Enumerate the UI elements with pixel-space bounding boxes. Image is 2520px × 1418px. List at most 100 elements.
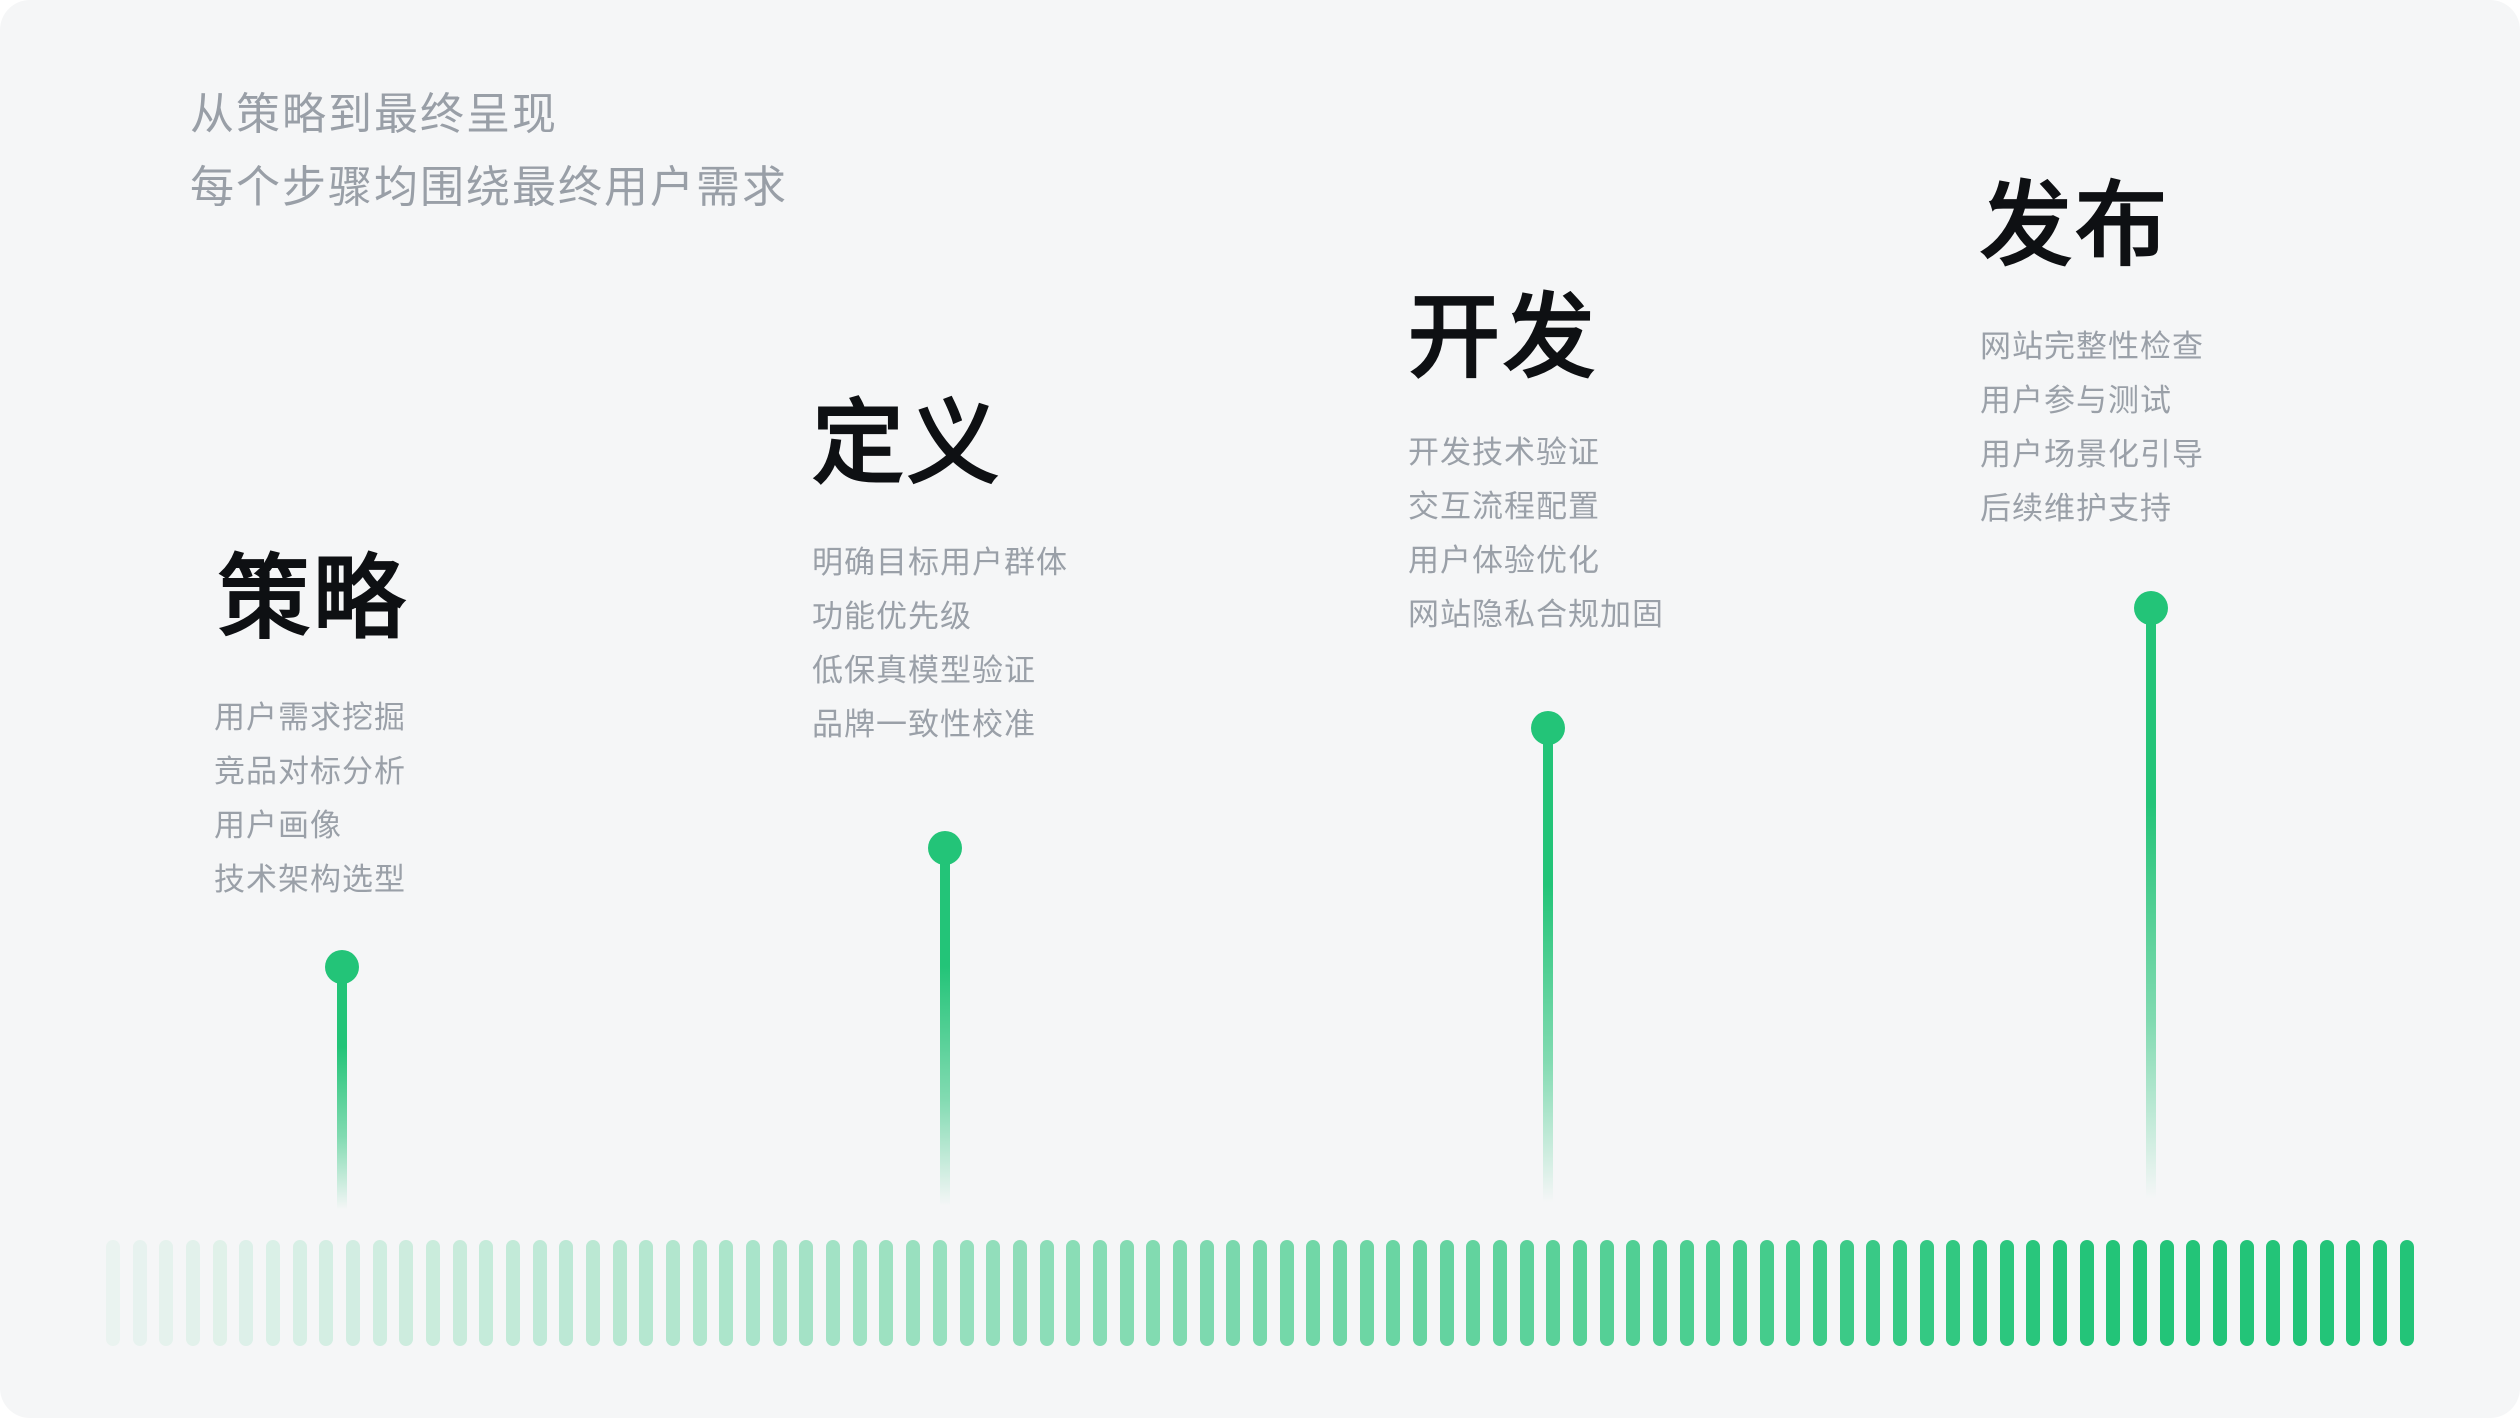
stage-launch: 发布 网站完整性检查 用户参与测试 用户场景化引导 后续维护支持: [1980, 180, 2203, 526]
gradient-bar: [1492, 1240, 1507, 1346]
gradient-bar: [1252, 1240, 1267, 1346]
stage-list-item: 用户参与测试: [1980, 383, 2172, 418]
gradient-bar: [1572, 1240, 1587, 1346]
gradient-bar: [2319, 1240, 2334, 1346]
gradient-bar: [1439, 1240, 1454, 1346]
gradient-bar: [2186, 1240, 2201, 1346]
subtitle-line-1: 从策略到最终呈现: [190, 90, 558, 139]
gradient-bar: [1893, 1240, 1908, 1346]
gradient-bar: [2053, 1240, 2068, 1346]
stage-list-item: 明确目标用户群体: [812, 545, 1068, 580]
gradient-bar: [2106, 1240, 2121, 1346]
gradient-bar: [2239, 1240, 2254, 1346]
gradient-bar: [986, 1240, 1001, 1346]
gradient-bar: [426, 1240, 441, 1346]
stage-list-item: 交互流程配置: [1408, 489, 1600, 524]
gradient-bar: [879, 1240, 894, 1346]
stage-list-item: 功能优先级: [812, 599, 972, 634]
gradient-bar: [2133, 1240, 2148, 1346]
stage-list-item: 网站隐私合规加固: [1408, 597, 1664, 632]
gradient-bar: [1599, 1240, 1614, 1346]
gradient-bar: [1626, 1240, 1641, 1346]
stage-list-item: 用户需求挖掘: [214, 700, 406, 735]
gradient-bar: [959, 1240, 974, 1346]
stage-title: 策略: [218, 548, 409, 650]
gradient-bar: [2026, 1240, 2041, 1346]
gradient-bar: [612, 1240, 627, 1346]
gradient-bar: [2213, 1240, 2228, 1346]
gradient-bar: [2399, 1240, 2414, 1346]
gradient-bar: [2159, 1240, 2174, 1346]
gradient-bar: [1172, 1240, 1187, 1346]
gradient-bar: [1866, 1240, 1881, 1346]
stage-list-item: 用户场景化引导: [1980, 437, 2204, 472]
stage-list-item: 品牌一致性校准: [812, 707, 1036, 742]
gradient-bar: [1012, 1240, 1027, 1346]
gradient-bar: [452, 1240, 467, 1346]
pin-stem: [337, 967, 347, 1217]
gradient-bar: [826, 1240, 841, 1346]
pin-dot-icon: [325, 950, 359, 984]
stage-define: 定义 明确目标用户群体 功能优先级 低保真模型验证 品牌一致性校准: [812, 393, 1067, 742]
gradient-bar: [1519, 1240, 1534, 1346]
gradient-bar: [1706, 1240, 1721, 1346]
gradient-bar: [319, 1240, 334, 1346]
gradient-bar: [1386, 1240, 1401, 1346]
gradient-bar: [2346, 1240, 2361, 1346]
gradient-bar: [1279, 1240, 1294, 1346]
gradient-bar: [2266, 1240, 2281, 1346]
gradient-bar: [1732, 1240, 1747, 1346]
gradient-bar: [692, 1240, 707, 1346]
gradient-bar: [2373, 1240, 2388, 1346]
subtitle-line-2: 每个步骤均围绕最终用户需求: [190, 163, 788, 212]
gradient-bar: [799, 1240, 814, 1346]
stage-title: 开发: [1408, 287, 1599, 389]
gradient-bar: [239, 1240, 254, 1346]
gradient-bar: [932, 1240, 947, 1346]
gradient-bar: [1652, 1240, 1667, 1346]
gradient-bar: [1092, 1240, 1107, 1346]
pin-stem: [2146, 608, 2156, 1217]
stage-title: 定义: [812, 393, 1003, 495]
gradient-bar: [1973, 1240, 1988, 1346]
gradient-bar: [1839, 1240, 1854, 1346]
gradient-bar: [346, 1240, 361, 1346]
gradient-bar: [1466, 1240, 1481, 1346]
gradient-bar: [159, 1240, 174, 1346]
gradient-bar: [1146, 1240, 1161, 1346]
gradient-bar: [559, 1240, 574, 1346]
gradient-bar: [132, 1240, 147, 1346]
gradient-bar: [506, 1240, 521, 1346]
stage-item-list: 开发技术验证 交互流程配置 用户体验优化 网站隐私合规加固: [1408, 426, 1664, 642]
gradient-bar: [906, 1240, 921, 1346]
gradient-bar: [532, 1240, 547, 1346]
pin-stem: [1543, 728, 1553, 1217]
stage-list-item: 用户体验优化: [1408, 543, 1600, 578]
pin-dot-icon: [928, 831, 962, 865]
gradient-bar: [852, 1240, 867, 1346]
gradient-bar: [666, 1240, 681, 1346]
gradient-bar: [586, 1240, 601, 1346]
gradient-bar: [292, 1240, 307, 1346]
header: 从策略到最终呈现 每个步骤均围绕最终用户需求: [190, 78, 788, 224]
stage-list-item: 后续维护支持: [1980, 491, 2172, 526]
pin-dot-icon: [2134, 591, 2168, 625]
pin-dot-icon: [1531, 711, 1565, 745]
gradient-bar: [1332, 1240, 1347, 1346]
gradient-bar: [1359, 1240, 1374, 1346]
gradient-bar: [1119, 1240, 1134, 1346]
stage-strategy: 策略 用户需求挖掘 竞品对标分析 用户画像 技术架构选型: [214, 548, 409, 897]
stage-list-item: 用户画像: [214, 808, 342, 843]
stage-item-list: 明确目标用户群体 功能优先级 低保真模型验证 品牌一致性校准: [812, 536, 1068, 752]
gradient-bar: [106, 1240, 120, 1346]
gradient-bar: [1546, 1240, 1561, 1346]
gradient-bar: [186, 1240, 201, 1346]
timeline-gradient-bars: [106, 1240, 2414, 1346]
gradient-bar: [1786, 1240, 1801, 1346]
gradient-bar: [1306, 1240, 1321, 1346]
gradient-bar: [772, 1240, 787, 1346]
stage-list-item: 低保真模型验证: [812, 653, 1036, 688]
gradient-bar: [1226, 1240, 1241, 1346]
stage-list-item: 竞品对标分析: [214, 754, 406, 789]
